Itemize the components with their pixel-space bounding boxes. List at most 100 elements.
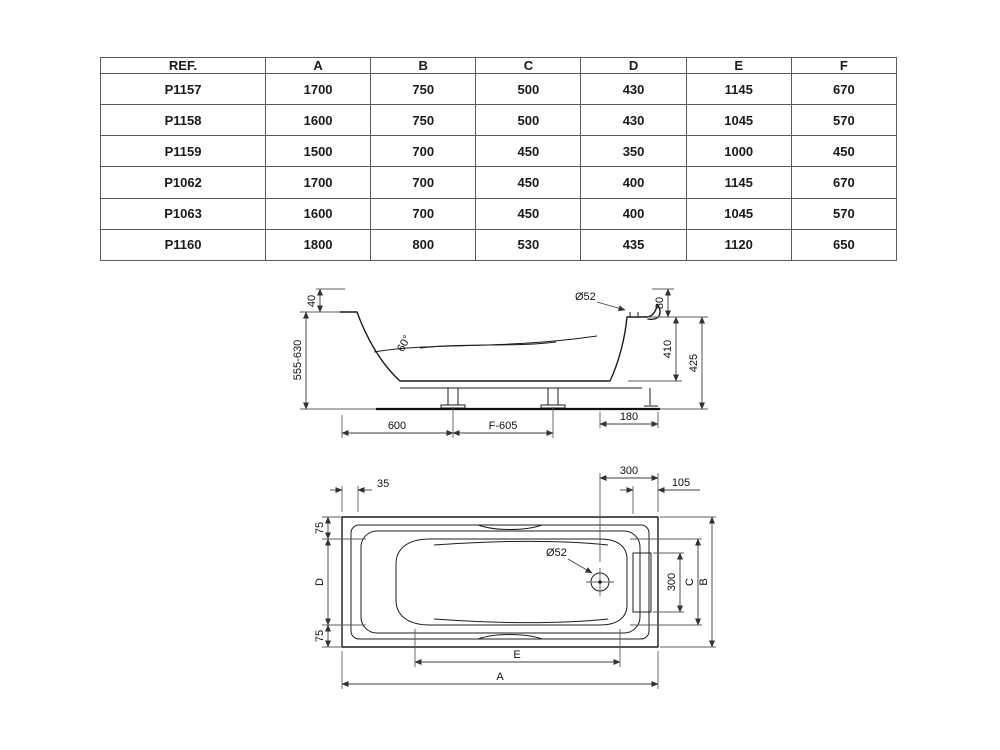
dim-label-80: 80 [654, 297, 666, 309]
dim-label-600: 600 [388, 420, 406, 432]
outer-rim-rect [341, 516, 659, 648]
deck-drain-hole [629, 312, 639, 317]
drain-callout-side: Ø52 [575, 291, 626, 312]
value-cell: 450 [475, 197, 582, 230]
ref-cell: P1157 [100, 72, 266, 106]
dim-425: 425 [660, 316, 708, 410]
dim-410: 410 [628, 316, 682, 382]
ref-cell: P1158 [100, 104, 266, 137]
inner-rim-rect [350, 524, 650, 640]
dim-label-height-range: 555-630 [292, 340, 304, 380]
dim-label-75-top: 75 [314, 522, 326, 534]
table-header-row: REF. A B C D E F [100, 57, 898, 74]
value-cell: 1145 [685, 72, 792, 106]
table-row: P1158 1600 750 500 430 1045 570 [100, 104, 898, 137]
value-cell: 530 [475, 228, 582, 262]
dim-105: 105 [620, 477, 700, 514]
value-cell: 700 [370, 197, 477, 230]
value-cell: 400 [580, 166, 687, 199]
value-cell: 1600 [264, 197, 372, 230]
basin-wall-curves [433, 540, 609, 624]
dim-180: 180 [599, 411, 659, 428]
dim-height-range: 555-630 [292, 311, 376, 410]
value-cell: 1600 [264, 104, 372, 137]
dim-label-a: A [496, 671, 504, 683]
col-header-ref: REF. [100, 57, 266, 74]
dim-80: 80 [648, 288, 708, 318]
tub-side-profile [339, 304, 661, 382]
dim-c: C [630, 538, 702, 626]
top-view-drawing: Ø52 35 300 105 75 D 75 [314, 465, 716, 689]
value-cell: 1500 [264, 135, 372, 168]
value-cell: 1145 [685, 166, 792, 199]
value-cell: 450 [475, 166, 582, 199]
dim-label-425: 425 [688, 354, 700, 372]
drain-diameter-label-top: Ø52 [546, 547, 567, 559]
dimensions-table: REF. A B C D E F P1157 1700 750 500 430 … [100, 57, 898, 262]
basin-floor-outline [395, 538, 628, 626]
value-cell: 1045 [685, 197, 792, 230]
value-cell: 450 [790, 135, 898, 168]
dim-35: 35 [330, 478, 389, 512]
ref-cell: P1062 [100, 166, 266, 199]
dim-label-410: 410 [662, 340, 674, 358]
value-cell: 1800 [264, 228, 372, 262]
dim-40: 40 [300, 288, 345, 313]
angle-callout: 60° [395, 333, 413, 353]
table-row: P1160 1800 800 530 435 1120 650 [100, 228, 898, 262]
value-cell: 800 [370, 228, 477, 262]
value-cell: 450 [475, 135, 582, 168]
basin-edge [360, 530, 641, 634]
value-cell: 1120 [685, 228, 792, 262]
value-cell: 700 [370, 135, 477, 168]
value-cell: 1000 [685, 135, 792, 168]
value-cell: 1700 [264, 166, 372, 199]
dim-label-f605: F-605 [489, 420, 518, 432]
drain-top: Ø52 [546, 547, 614, 596]
dim-300-right: 300 [653, 552, 684, 613]
dim-label-300-top: 300 [620, 465, 638, 477]
value-cell: 570 [790, 104, 898, 137]
value-cell: 650 [790, 228, 898, 262]
value-cell: 435 [580, 228, 687, 262]
dim-b: B [660, 516, 716, 648]
value-cell: 400 [580, 197, 687, 230]
value-cell: 700 [370, 166, 477, 199]
ref-cell: P1160 [100, 228, 266, 262]
dim-a: A [341, 651, 659, 689]
dim-label-e: E [513, 649, 520, 661]
col-header-f: F [790, 57, 898, 74]
value-cell: 1045 [685, 104, 792, 137]
value-cell: 500 [475, 72, 582, 106]
angle-label: 60° [395, 333, 413, 353]
table-row: P1159 1500 700 450 350 1000 450 [100, 135, 898, 168]
col-header-d: D [580, 57, 687, 74]
col-header-a: A [264, 57, 372, 74]
value-cell: 350 [580, 135, 687, 168]
col-header-c: C [475, 57, 582, 74]
table-row: P1157 1700 750 500 430 1145 670 [100, 72, 898, 106]
value-cell: 430 [580, 104, 687, 137]
dim-label-40: 40 [306, 295, 318, 307]
value-cell: 1700 [264, 72, 372, 106]
value-cell: 430 [580, 72, 687, 106]
value-cell: 670 [790, 72, 898, 106]
col-header-e: E [685, 57, 792, 74]
dim-label-105: 105 [672, 477, 690, 489]
table-row: P1062 1700 700 450 400 1145 670 [100, 166, 898, 199]
value-cell: 750 [370, 72, 477, 106]
value-cell: 750 [370, 104, 477, 137]
value-cell: 670 [790, 166, 898, 199]
dim-label-75-bottom: 75 [314, 630, 326, 642]
dim-label-b: B [698, 578, 710, 585]
dim-left-column: 75 D 75 [314, 516, 366, 648]
dim-e: E [414, 629, 621, 667]
dim-600-f605: 600 F-605 [341, 407, 554, 438]
apron-hatch-area [632, 552, 652, 613]
dim-label-300-right: 300 [666, 573, 678, 591]
value-cell: 500 [475, 104, 582, 137]
inner-contour-line-2 [419, 341, 557, 349]
table-row: P1063 1600 700 450 400 1045 570 [100, 197, 898, 230]
side-view-drawing: 40 555-630 Ø52 60° 80 410 425 [292, 288, 708, 438]
